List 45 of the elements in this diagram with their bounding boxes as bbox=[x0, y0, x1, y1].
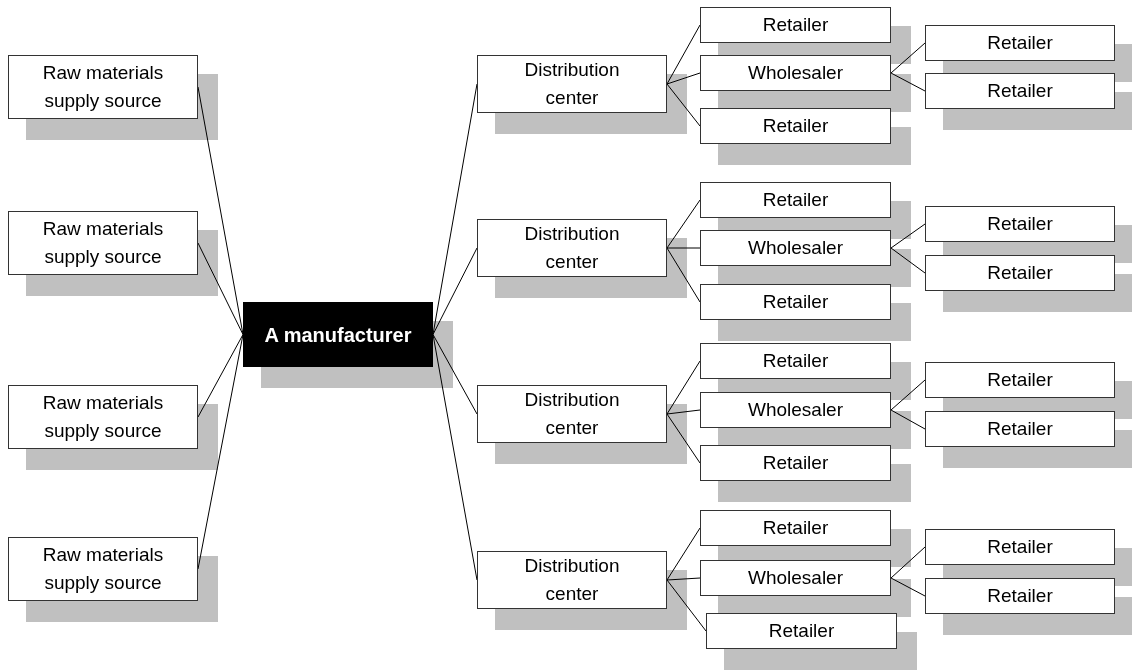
connector-line bbox=[666, 527, 701, 581]
connector-line bbox=[890, 223, 926, 249]
entity-box: Raw materials supply source bbox=[8, 55, 198, 119]
connector-line bbox=[890, 72, 926, 92]
entity-box: Retailer bbox=[925, 411, 1115, 447]
entity-box: Retailer bbox=[700, 108, 891, 144]
entity-box: Raw materials supply source bbox=[8, 211, 198, 275]
entity-box: Retailer bbox=[706, 613, 897, 649]
connector-line bbox=[890, 247, 926, 274]
entity-box: Raw materials supply source bbox=[8, 385, 198, 449]
connector-line bbox=[890, 409, 926, 430]
connector-line bbox=[666, 579, 707, 632]
entity-box: Retailer bbox=[700, 7, 891, 43]
entity-box: Distribution center bbox=[477, 385, 667, 443]
connector-line bbox=[666, 199, 701, 249]
entity-box: Distribution center bbox=[477, 219, 667, 277]
entity-box: Retailer bbox=[925, 206, 1115, 242]
entity-box: Wholesaler bbox=[700, 392, 891, 428]
entity-box: Wholesaler bbox=[700, 230, 891, 266]
entity-box: Retailer bbox=[700, 284, 891, 320]
connector-line bbox=[666, 24, 701, 85]
entity-box: Wholesaler bbox=[700, 560, 891, 596]
entity-box: Retailer bbox=[700, 510, 891, 546]
entity-box: Retailer bbox=[925, 362, 1115, 398]
entity-box: Raw materials supply source bbox=[8, 537, 198, 601]
entity-box: Distribution center bbox=[477, 55, 667, 113]
connector-line bbox=[432, 247, 478, 335]
connector-line bbox=[666, 247, 701, 303]
connector-line bbox=[890, 577, 926, 597]
entity-box: Retailer bbox=[925, 255, 1115, 291]
entity-box: Distribution center bbox=[477, 551, 667, 609]
connector-line bbox=[666, 72, 701, 85]
entity-box: Retailer bbox=[925, 529, 1115, 565]
entity-box: Retailer bbox=[925, 25, 1115, 61]
entity-box: Retailer bbox=[700, 343, 891, 379]
entity-box: Retailer bbox=[925, 578, 1115, 614]
entity-box: Wholesaler bbox=[700, 55, 891, 91]
connector-line bbox=[666, 247, 701, 249]
entity-box: Retailer bbox=[700, 182, 891, 218]
connector-line bbox=[432, 334, 478, 415]
entity-box: Retailer bbox=[700, 445, 891, 481]
connector-line bbox=[197, 242, 244, 335]
entity-box: Retailer bbox=[925, 73, 1115, 109]
connector-line bbox=[666, 360, 701, 415]
manufacturer-box: A manufacturer bbox=[243, 302, 433, 367]
